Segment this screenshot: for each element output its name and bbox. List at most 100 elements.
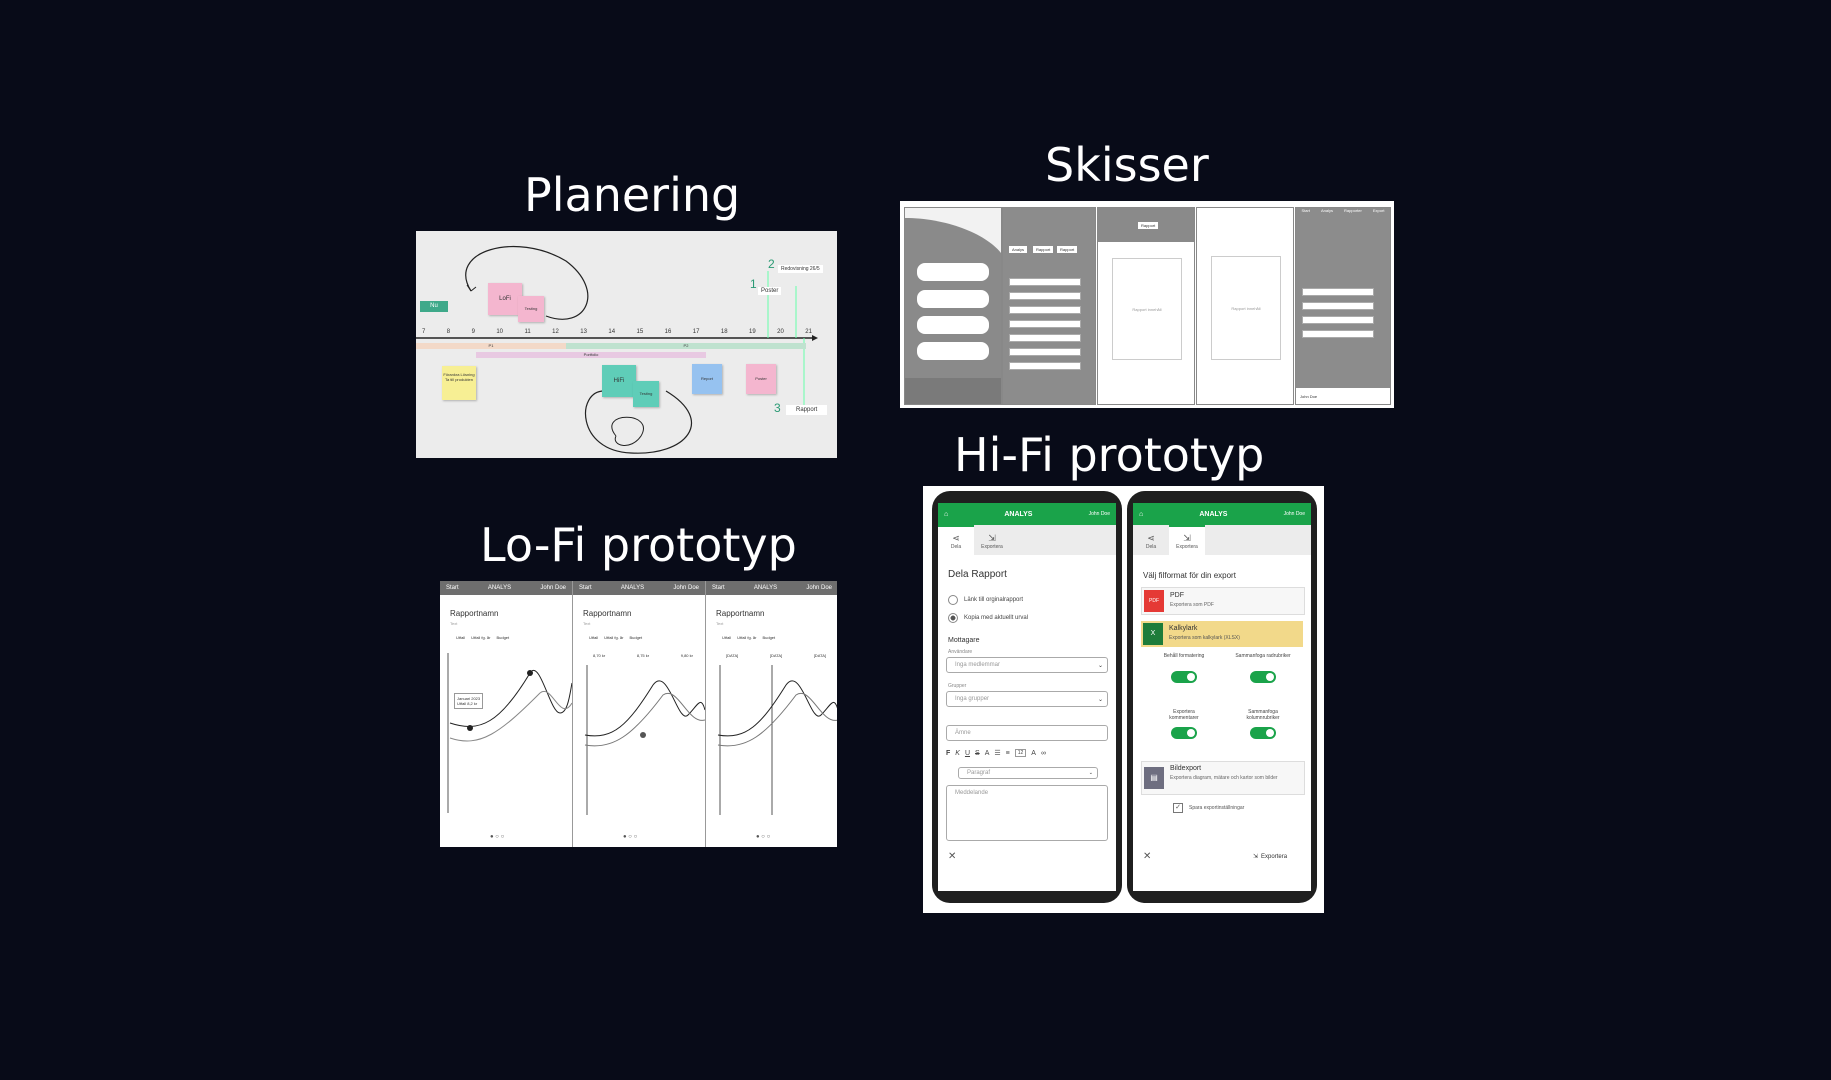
format-toolbar: F K U S A ☰ ≡ 12 A ∞ [946, 749, 1046, 757]
lofi-user: John Doe [673, 585, 699, 591]
lofi-chart [584, 665, 705, 815]
export-button[interactable]: ⇲ Exportera [1253, 853, 1288, 861]
lofi-pagination: ● ○ ○ [490, 834, 505, 840]
link-icon[interactable]: ∞ [1040, 749, 1046, 757]
planering-drawing [416, 246, 818, 454]
image-export-icon: ▤ [1144, 767, 1164, 789]
legend-item: Utfall fg. år [604, 635, 624, 640]
chevron-down-icon: ⌄ [1088, 770, 1093, 776]
lofi-section-label: ANALYS [487, 585, 512, 591]
lofi-pagination: ● ○ ○ [623, 834, 638, 840]
lofi-user: John Doe [540, 585, 566, 591]
tick: 13 [580, 329, 587, 335]
tooltip-line: Utfall 8,2 kr [457, 701, 478, 706]
lofi-title: Rapportnamn [583, 609, 632, 618]
image-export-subtitle: Exportera diagram, mätare och kartor som… [1170, 775, 1278, 781]
save-settings-checkbox[interactable]: ✓ Spara exportinställningar [1173, 803, 1244, 813]
toggle-keep-formatting[interactable] [1171, 671, 1197, 683]
user-menu[interactable]: John Doe [1283, 511, 1305, 517]
lofi-subtitle: Text [450, 621, 458, 626]
export-button-label: Exportera [1261, 853, 1288, 860]
underline-icon[interactable]: U [964, 749, 971, 757]
sketch-tab: Analys [1009, 246, 1028, 253]
sticky-note: Förankra Lösning Ta till produkten [442, 366, 476, 400]
users-placeholder: Inga medlemmar [955, 662, 1001, 668]
radio-label: Kopia med aktuellt urval [964, 615, 1029, 621]
lofi-value: 8,70 kr [593, 653, 606, 658]
lofi-chart [717, 665, 837, 815]
tick: 10 [496, 329, 504, 335]
strikethrough-icon[interactable]: S [975, 749, 980, 757]
tick: 11 [524, 329, 531, 335]
numbered-list-icon[interactable]: ≡ [1005, 749, 1010, 757]
tab-bar: ⋖ Dela ⇲ Exportera [938, 525, 1116, 555]
paragraph-select[interactable]: Paragraf ⌄ [958, 767, 1098, 779]
option-export-comments: Exportera kommentarer [1169, 709, 1199, 721]
skisser-heading: Skisser [1045, 138, 1209, 192]
share-icon: ⋖ [952, 532, 960, 543]
option-merge-row-headers: Sammanfoga radrubriker [1235, 653, 1291, 659]
groups-select[interactable]: Inga grupper ⌄ [946, 691, 1108, 707]
sketch-placeholder: Rapport innehåll [1211, 256, 1281, 360]
message-textarea[interactable]: Meddelande [946, 785, 1108, 841]
sketch-tab: Rapport [1138, 222, 1159, 229]
home-icon[interactable]: ⌂ [1139, 510, 1144, 518]
font-color-icon[interactable]: A [984, 749, 990, 757]
export-option-image[interactable]: ▤ Bildexport Exportera diagram, mätare o… [1141, 761, 1305, 795]
sketch-row [1302, 302, 1374, 310]
spreadsheet-subtitle: Exportera som kalkylark (XLSX) [1169, 635, 1240, 641]
radio-link[interactable]: Länk till orginalrapport [948, 595, 1023, 605]
sticky-note: Testing [633, 381, 659, 407]
export-title: Välj filformat för din export [1143, 571, 1236, 580]
phone-share: ⌂ ANALYS John Doe ⋖ Dela ⇲ Exportera Del… [932, 491, 1122, 903]
font-size-select[interactable]: 12 [1014, 749, 1027, 757]
user-menu[interactable]: John Doe [1088, 511, 1110, 517]
users-select[interactable]: Inga medlemmar ⌄ [946, 657, 1108, 673]
chevron-down-icon: ⌄ [1097, 696, 1103, 703]
lofi-tooltip: Januari 2023 Utfall 8,2 kr [454, 693, 484, 709]
sketch-row [1302, 316, 1374, 324]
users-label: Användare [948, 649, 973, 655]
lofi-value: [DATA] [726, 653, 739, 658]
toggle-merge-column-headers[interactable] [1250, 727, 1276, 739]
export-option-pdf[interactable]: PDF PDF Exportera som PDF [1141, 587, 1305, 615]
tick: 17 [692, 329, 700, 335]
skisser-image: Analys Rapport Rapport Rapport Rapport i… [900, 201, 1394, 408]
tick: 21 [805, 329, 812, 335]
subject-input[interactable]: Ämne [946, 725, 1108, 741]
close-icon[interactable]: ✕ [948, 851, 957, 862]
bold-icon[interactable]: F [946, 749, 951, 757]
export-option-spreadsheet[interactable]: X Kalkylark Exportera som kalkylark (XLS… [1141, 621, 1303, 647]
bar-p1: P1 [416, 343, 566, 349]
text-color-icon[interactable]: A [1031, 749, 1036, 757]
milestone-label: Redovisning 26/5 [778, 265, 823, 273]
tab-label: Dela [1145, 543, 1157, 550]
bullet-list-icon[interactable]: ☰ [994, 750, 1001, 757]
tab-export[interactable]: ⇲ Exportera [974, 527, 1010, 555]
tab-share[interactable]: ⋖ Dela [1133, 527, 1169, 555]
sticky-note: Poster [746, 364, 776, 394]
sketch-row [1302, 288, 1374, 296]
toggle-export-comments[interactable] [1171, 727, 1197, 739]
start-flag: Nu [420, 301, 448, 312]
paragraph-label: Paragraf [967, 770, 991, 776]
timeline-ticks: 7 8 9 10 11 12 13 14 15 16 17 18 19 20 2… [422, 329, 812, 335]
toggle-merge-row-headers[interactable] [1250, 671, 1276, 683]
checkbox-checked-icon: ✓ [1173, 803, 1183, 813]
milestone-label: Poster [758, 287, 782, 295]
home-icon[interactable]: ⌂ [944, 510, 949, 518]
radio-copy[interactable]: Kopia med aktuellt urval [948, 613, 1028, 623]
tab-label: Exportera [981, 543, 1003, 550]
chevron-down-icon: ⌄ [1097, 662, 1103, 669]
tick: 7 [422, 329, 426, 335]
sketch-button [917, 290, 989, 308]
radio-icon [948, 595, 958, 605]
lofi-subtitle: Text [583, 621, 591, 626]
tab-share[interactable]: ⋖ Dela [938, 525, 974, 555]
milestone-number: 3 [774, 401, 781, 415]
close-icon[interactable]: ✕ [1143, 851, 1152, 862]
tab-export[interactable]: ⇲ Exportera [1169, 525, 1205, 555]
italic-icon[interactable]: K [955, 749, 960, 757]
legend-item: Budget [762, 635, 776, 640]
milestone-number: 2 [768, 257, 775, 271]
